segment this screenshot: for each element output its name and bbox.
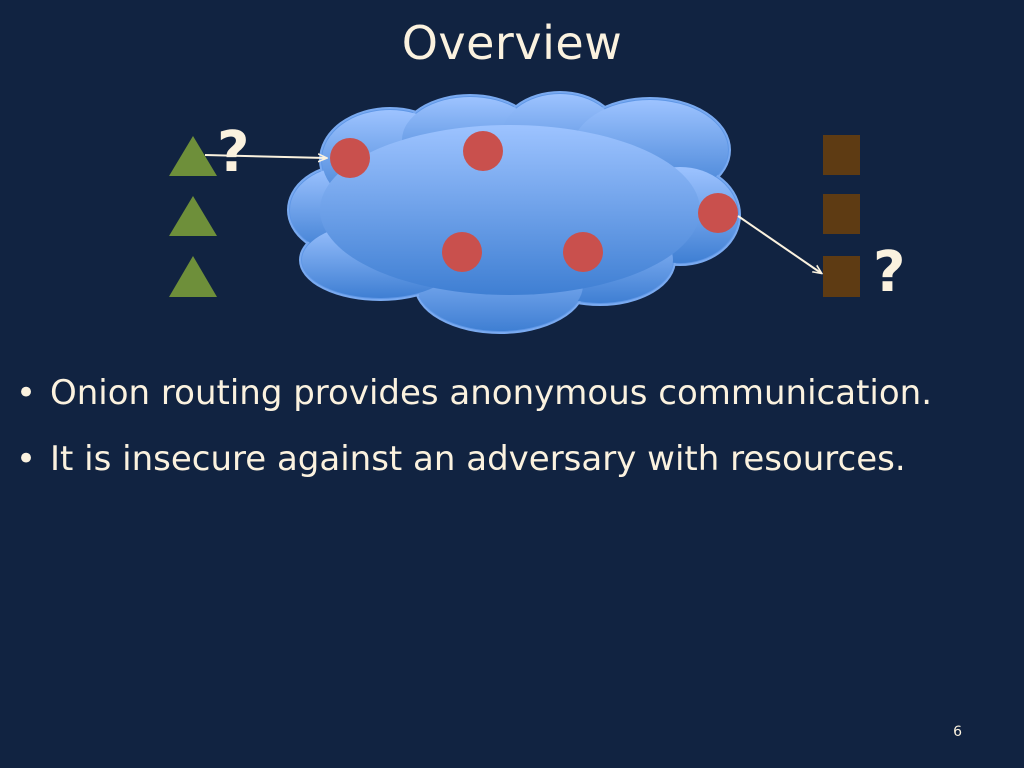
- bullet-text: Onion routing provides anonymous communi…: [50, 373, 933, 413]
- relay-node: [442, 232, 482, 272]
- onion-routing-diagram: ? ?: [169, 91, 905, 334]
- bullet-dot-icon: •: [16, 439, 37, 479]
- slide-title: Overview: [401, 16, 623, 70]
- bullet-list: • Onion routing provides anonymous commu…: [16, 360, 932, 492]
- relay-node: [563, 232, 603, 272]
- relay-node: [698, 193, 738, 233]
- relay-node: [330, 138, 370, 178]
- bullet-text: It is insecure against an adversary with…: [50, 439, 906, 479]
- slide-number: 6: [953, 724, 962, 740]
- network-cloud: [287, 91, 741, 334]
- receiver-square: [823, 194, 860, 234]
- bullet-item: • Onion routing provides anonymous commu…: [16, 360, 932, 426]
- relay-node: [463, 131, 503, 171]
- bullet-dot-icon: •: [16, 373, 37, 413]
- receiver-square: [823, 135, 860, 175]
- sender-question-mark: ?: [217, 120, 249, 185]
- exit-arrow: [737, 215, 821, 273]
- entry-arrow: [204, 155, 326, 158]
- receiver-question-mark: ?: [873, 240, 905, 305]
- sender-triangle: [169, 256, 217, 297]
- sender-triangle: [169, 196, 217, 236]
- bullet-item: • It is insecure against an adversary wi…: [16, 426, 932, 492]
- receiver-square: [823, 256, 860, 297]
- sender-triangle: [169, 136, 217, 176]
